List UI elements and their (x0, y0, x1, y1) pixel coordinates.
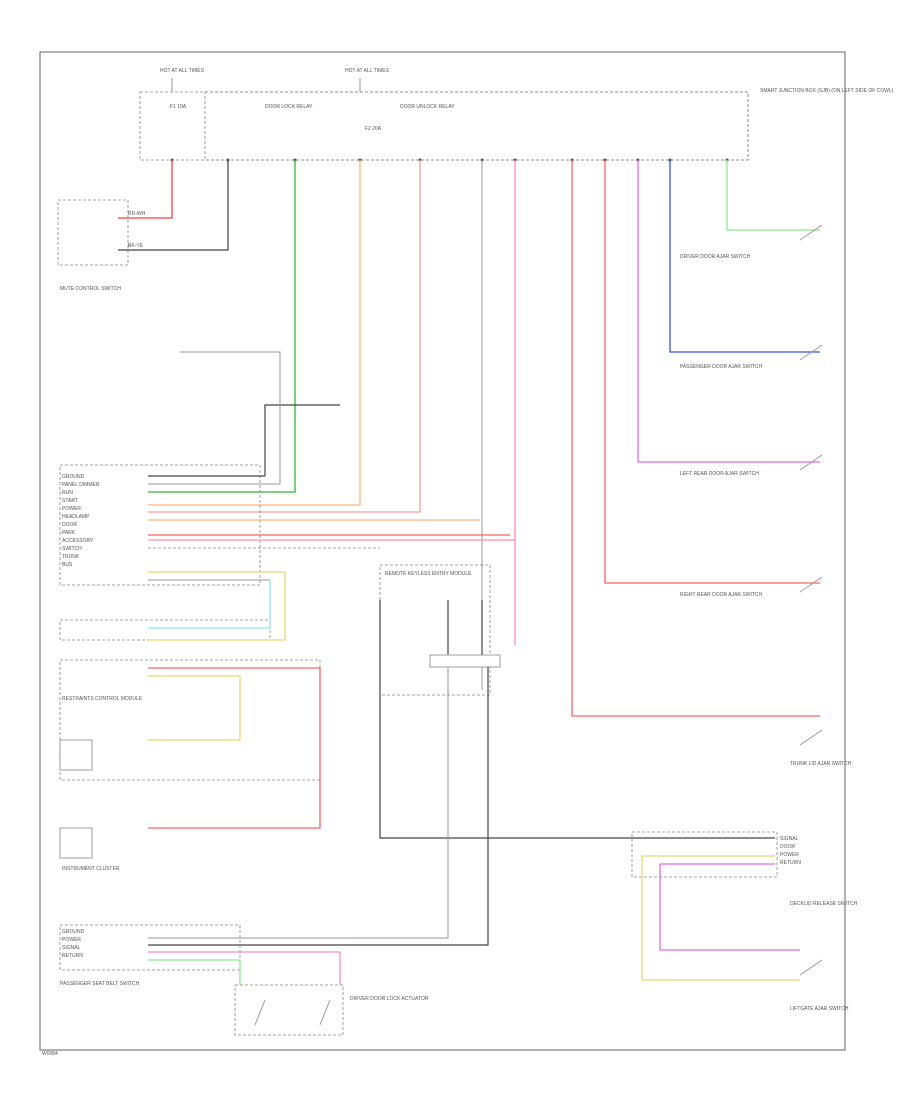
wire-salmon (148, 160, 421, 513)
wire-red-rr (604, 160, 820, 584)
wire-red-mute (118, 160, 173, 219)
wire-gray-bottom (148, 667, 449, 939)
right-bottom-connector (631, 831, 778, 878)
connector-rows: GROUND PANEL DIMMER RUN START POWER HEAD… (62, 474, 100, 568)
rke-connector (429, 654, 501, 668)
liftgate-switch-symbol (799, 959, 823, 976)
wire-magenta-right (659, 863, 800, 951)
restraints-module-box (59, 739, 93, 771)
rr-ajar-label: RIGHT REAR DOOR AJAR SWITCH (680, 592, 763, 598)
wire-black-bottom (148, 667, 489, 946)
lock-actuator-left-label: DRIVER DOOR LOCK ACTUATOR (350, 996, 429, 1002)
wire-magenta (637, 160, 820, 463)
wire-label-rdwh: RD-WH (128, 211, 146, 217)
lr-ajar-label: LEFT REAR DOOR AJAR SWITCH (680, 471, 759, 477)
wire-pink-bottom (148, 951, 341, 985)
wire-red-right (571, 160, 820, 717)
rke-internal-wires (447, 600, 483, 665)
wire-yellow-restraints (148, 675, 241, 741)
svg-text:SWITCH: SWITCH (62, 546, 82, 552)
lock-actuator-box (234, 984, 344, 1036)
mute-switch-box (57, 199, 129, 266)
wire-green (148, 160, 296, 493)
rke-label: REMOTE KEYLESS ENTRY MODULE (385, 571, 472, 577)
svg-text:SIGNAL: SIGNAL (780, 836, 799, 842)
svg-text:ACCESSORY: ACCESSORY (62, 538, 94, 544)
mute-switch-label: MUTE CONTROL SWITCH (60, 286, 121, 292)
hot-label-left: HOT AT ALL TIMES (160, 68, 205, 74)
svg-text:BUS: BUS (62, 562, 73, 568)
cyan-connector (59, 619, 271, 641)
lock-actuator-symbol (254, 999, 331, 1026)
rke-module-box (379, 564, 491, 696)
svg-text:POWER: POWER (62, 506, 81, 512)
bottom-left-connector (59, 924, 241, 971)
right-switch-symbols (799, 224, 823, 746)
diagram-frame (39, 51, 846, 1051)
svg-text:DOOR: DOOR (62, 522, 77, 528)
unlock-relay-label: DOOR UNLOCK RELAY (400, 104, 455, 110)
wire-cyan (148, 580, 271, 629)
svg-text:POWER: POWER (780, 852, 799, 858)
svg-text:RUN: RUN (62, 490, 73, 496)
right-connector-rows: SIGNAL DOOR POWER RETURN (780, 836, 801, 866)
svg-text:DOOR: DOOR (780, 844, 795, 850)
restraints-label: RESTRAINTS CONTROL MODULE (62, 696, 143, 702)
footer-code: W0084 (42, 1051, 58, 1057)
decklid-label: DECKLID RELEASE SWITCH (790, 901, 858, 907)
wire-black-mute (118, 160, 229, 251)
svg-text:SIGNAL: SIGNAL (62, 945, 81, 951)
driver-ajar-label: DRIVER DOOR AJAR SWITCH (680, 254, 751, 260)
junction-box-name: SMART JUNCTION BOX (SJB) (ON LEFT SIDE O… (760, 88, 894, 94)
fuse-mid-label: F2 20A (365, 126, 382, 132)
liftgate-label: LIFTGATE AJAR SWITCH (790, 1006, 849, 1012)
connector-wires (148, 475, 515, 581)
junction-box (139, 91, 749, 161)
wire-red-restraints (148, 667, 321, 829)
svg-text:HEADLAMP: HEADLAMP (62, 514, 90, 520)
svg-text:POWER: POWER (62, 937, 81, 943)
wire-yellow-loop (148, 572, 286, 641)
svg-text:RETURN: RETURN (780, 860, 801, 866)
wire-green-bottom (148, 959, 241, 985)
hot-label-right: HOT AT ALL TIMES (345, 68, 390, 74)
wire-label-bkye: BK-YE (128, 243, 144, 249)
fuse-left-label: F1 10A (170, 104, 187, 110)
lock-relay-label: DOOR LOCK RELAY (265, 104, 313, 110)
restraints-connector (59, 659, 321, 781)
svg-text:TRUNK: TRUNK (62, 554, 80, 560)
svg-text:START: START (62, 498, 78, 504)
svg-text:PANEL DIMMER: PANEL DIMMER (62, 482, 100, 488)
wire-orange (148, 160, 361, 506)
trunk-ajar-label: TRUNK LID AJAR SWITCH (790, 761, 852, 767)
instrument-cluster-connector (59, 464, 261, 586)
wire-lgreen (726, 160, 820, 231)
sjb-pins (170, 158, 729, 162)
wire-yellow-right (641, 855, 800, 981)
instrument-label: INSTRUMENT CLUSTER (62, 866, 120, 872)
seat-belt-label: PASSENGER SEAT BELT SWITCH (60, 981, 140, 987)
pass-ajar-label: PASSENGER DOOR AJAR SWITCH (680, 364, 763, 370)
svg-text:GROUND: GROUND (62, 474, 85, 480)
wire-black-ground (264, 404, 340, 476)
bottom-connector-rows: GROUND POWER SIGNAL RETURN (62, 929, 85, 959)
junction-box-inner (204, 91, 749, 161)
wire-black-right (379, 600, 775, 839)
svg-text:PARK: PARK (62, 530, 76, 536)
svg-text:GROUND: GROUND (62, 929, 85, 935)
wire-blue (669, 160, 820, 353)
wire-gray-mute (180, 351, 281, 484)
svg-text:RETURN: RETURN (62, 953, 83, 959)
instrument-module-box (59, 827, 93, 859)
